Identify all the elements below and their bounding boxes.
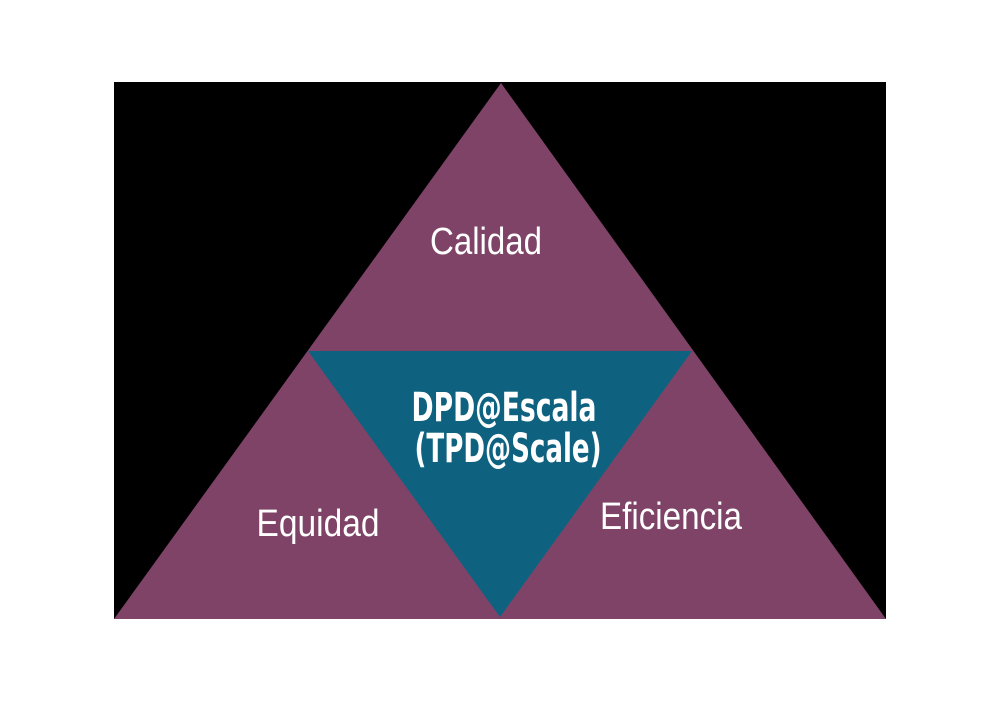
diagram-panel: Calidad Equidad Eficiencia DPD@Escala (T… bbox=[114, 82, 886, 619]
label-eficiencia: Eficiencia bbox=[600, 496, 743, 538]
label-calidad: Calidad bbox=[430, 221, 542, 263]
inner-triangle-tpd-at-scale bbox=[308, 351, 692, 617]
triangle-diagram: Calidad Equidad Eficiencia DPD@Escala (T… bbox=[114, 83, 886, 619]
center-label-tpd-scale: (TPD@Scale) bbox=[415, 426, 602, 472]
label-equidad: Equidad bbox=[257, 503, 380, 545]
center-label-dpd-escala: DPD@Escala bbox=[412, 385, 597, 431]
